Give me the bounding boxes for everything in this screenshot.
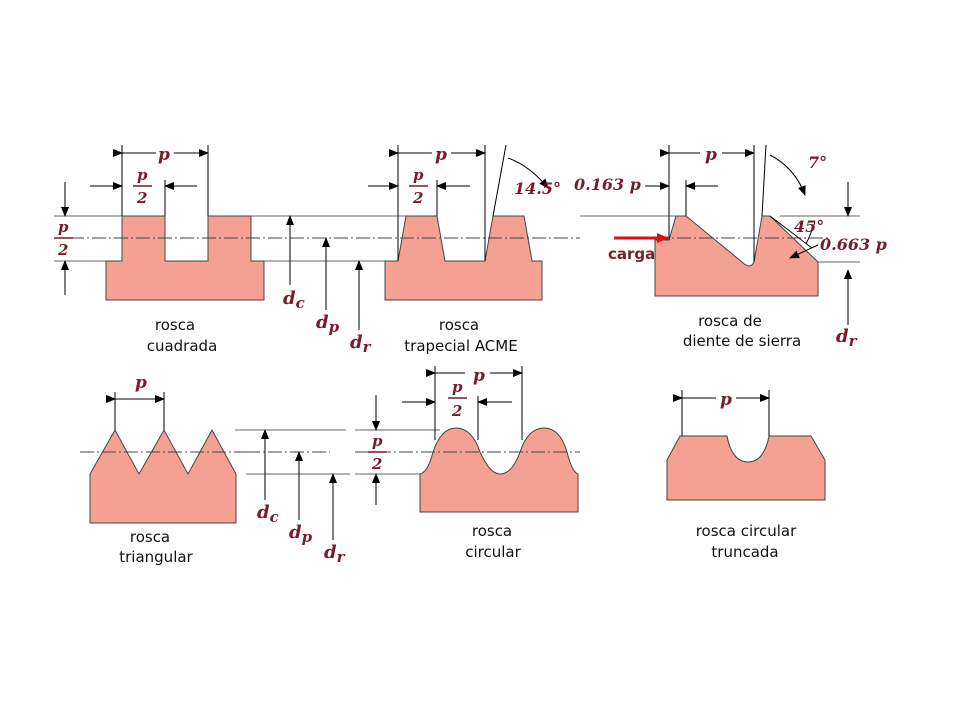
half-pitch-circular-top: p 2 (448, 378, 467, 420)
caption-circular-2: circular (465, 543, 521, 561)
pitch-label-square: p (158, 145, 170, 165)
half-pitch-square-top: p 2 (133, 166, 152, 207)
half-pitch-num: p (452, 378, 463, 396)
truncated-circular-thread-profile (666, 435, 826, 501)
half-pitch-den: 2 (412, 189, 423, 207)
dp-label-row1: dp (316, 312, 340, 336)
caption-triangular-2: triangular (119, 548, 193, 566)
buttress-thread-profile (654, 215, 819, 297)
square-thread-profile (105, 215, 265, 301)
half-pitch-num: p (137, 166, 148, 184)
pitch-label-buttress: p (705, 145, 717, 165)
pitch-label-circular: p (473, 366, 485, 386)
half-pitch-den: 2 (57, 241, 68, 259)
crest-dimension-label: 0.163 p (574, 175, 641, 194)
caption-triangular-1: rosca (130, 528, 170, 546)
buttress-flank-angle-label: 45° (794, 217, 824, 236)
acme-thread-profile (384, 215, 543, 301)
caption-buttress-1: rosca de (698, 312, 762, 330)
load-label: carga (608, 245, 655, 263)
pitch-label-truncated: p (720, 390, 732, 410)
dr-label-buttress: dr (836, 326, 858, 350)
half-pitch-den: 2 (371, 455, 382, 473)
half-pitch-acme-top: p 2 (409, 166, 428, 207)
caption-square-1: rosca (155, 316, 195, 334)
acme-angle-label: 14.5° (514, 179, 561, 198)
caption-acme-2: trapecial ACME (404, 337, 517, 355)
buttress-top-angle-label: 7° (808, 153, 827, 172)
truncated-circular-thread (666, 435, 826, 501)
pitch-label-triangular: p (135, 373, 147, 393)
half-pitch-num: p (58, 218, 69, 236)
buttress-thread (654, 215, 819, 297)
dc-label-row2: dc (257, 502, 279, 526)
half-pitch-num: p (372, 432, 383, 450)
caption-circular-1: rosca (472, 522, 512, 540)
caption-acme-1: rosca (439, 316, 479, 334)
circular-thread (419, 427, 579, 513)
dc-label-row1: dc (283, 288, 305, 312)
half-pitch-circular-left: p 2 (368, 432, 387, 473)
dp-label-row2: dp (289, 522, 313, 546)
dr-label-row2: dr (324, 542, 346, 566)
caption-square-2: cuadrada (147, 337, 218, 355)
triangular-thread (89, 428, 237, 524)
pitch-label-acme: p (435, 145, 447, 165)
root-dimension-label: 0.663 p (820, 235, 887, 254)
half-pitch-num: p (413, 166, 424, 184)
triangular-thread-profile (89, 428, 237, 524)
half-pitch-den: 2 (451, 402, 462, 420)
circular-thread-profile (419, 427, 579, 513)
caption-truncated-2: truncada (711, 543, 778, 561)
caption-truncated-1: rosca circular (696, 522, 797, 540)
dr-label-row1: dr (350, 332, 372, 356)
caption-buttress-2: diente de sierra (683, 332, 801, 350)
square-thread (105, 215, 265, 301)
half-pitch-square-left: p 2 (54, 218, 73, 259)
acme-thread (384, 215, 543, 301)
half-pitch-den: 2 (136, 189, 147, 207)
